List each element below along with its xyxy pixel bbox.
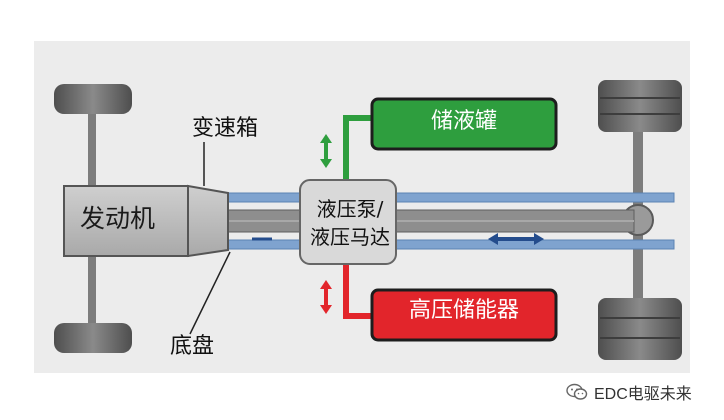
tank-hydraulic-line [343, 115, 376, 180]
tank-box [370, 97, 558, 151]
pump-motor-label: 液压泵/ 液压马达 [303, 195, 397, 251]
chassis-label: 底盘 [170, 334, 215, 359]
accumulator-box [370, 288, 558, 342]
rear-axle [598, 80, 682, 360]
rear-left-wheel [598, 80, 682, 132]
tank-label: 储液罐 [430, 109, 497, 134]
accumulator-hydraulic-line [343, 262, 376, 319]
green-flow-arrow [320, 134, 332, 168]
red-flow-arrow [320, 280, 332, 314]
engine-block [63, 185, 189, 257]
shaft-direction-arrow [488, 233, 544, 245]
chassis-leader-line [189, 251, 231, 335]
watermark: EDC电驱未来 [566, 381, 692, 403]
gearbox-block [187, 184, 229, 258]
front-right-wheel [54, 323, 132, 353]
front-left-wheel [54, 84, 132, 114]
rear-right-wheel [598, 298, 682, 360]
pump-label-line2: 液压马达 [310, 225, 390, 249]
gearbox-label: 变速箱 [192, 116, 259, 141]
frame-rail-bottom [227, 239, 675, 250]
pump-label-line1: 液压泵/ [316, 197, 384, 221]
drive-shaft [227, 209, 635, 233]
watermark-text: EDC电驱未来 [594, 386, 692, 403]
engine-label: 发动机 [80, 204, 156, 233]
frame-rail-top [227, 192, 675, 203]
pump-motor-box [299, 179, 397, 265]
wechat-icon [566, 383, 588, 400]
accumulator-label: 高压储能器 [408, 298, 519, 323]
